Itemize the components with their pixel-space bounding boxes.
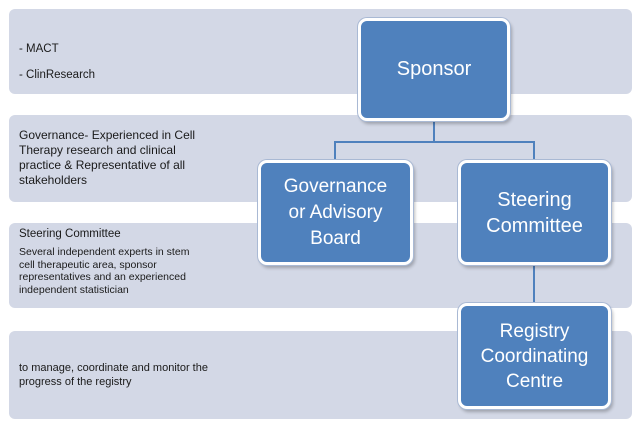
steering-node-label-line: Steering <box>497 188 572 211</box>
governance-node-label-line: or Advisory <box>288 201 383 223</box>
sponsor-description: - MACT - ClinResearch <box>19 36 95 88</box>
sponsor-description-line: - MACT <box>19 43 59 55</box>
steering-node-label-line: Committee <box>486 214 583 237</box>
registry-description-line: to manage, coordinate and monitor the <box>19 362 208 374</box>
registry-node-label-line: Centre <box>505 370 564 392</box>
registry-description: to manage, coordinate and monitor the pr… <box>19 361 208 389</box>
governance-description-line: Governance- Experienced in Cell <box>19 128 196 142</box>
registry-description-line: progress of the registry <box>19 376 132 388</box>
governance-description: Governance- Experienced in Cell Therapy … <box>19 128 195 188</box>
governance-description-line: practice & Representative of all <box>19 158 186 172</box>
band-sponsor-row <box>9 9 632 94</box>
sponsor-node-label: Sponsor <box>396 58 472 80</box>
governance-node-label-line: Board <box>310 227 361 249</box>
steering-description-line: Several independent experts in stem <box>19 245 190 258</box>
governance-description-line: stakeholders <box>19 173 88 187</box>
governance-node-label-line: Governance <box>283 175 388 197</box>
steering-description-heading: Steering Committee <box>19 228 121 240</box>
sponsor-node: Sponsor <box>358 18 510 121</box>
governance-node: Governance or Advisory Board <box>258 160 413 265</box>
steering-description-line: independent statistician <box>19 284 129 297</box>
registry-node: Registry Coordinating Centre <box>458 303 611 409</box>
steering-node: Steering Committee <box>458 160 611 265</box>
registry-node-label-line: Registry <box>499 320 570 342</box>
governance-description-line: Therapy research and clinical <box>19 143 176 157</box>
registry-node-label-line: Coordinating <box>480 345 589 367</box>
sponsor-description-line: - ClinResearch <box>19 69 96 81</box>
steering-description-line: representatives and an experienced <box>19 271 186 284</box>
steering-description-line: cell therapeutic area, sponsor <box>19 258 157 271</box>
steering-description: Steering Committee Several independent e… <box>19 228 189 297</box>
